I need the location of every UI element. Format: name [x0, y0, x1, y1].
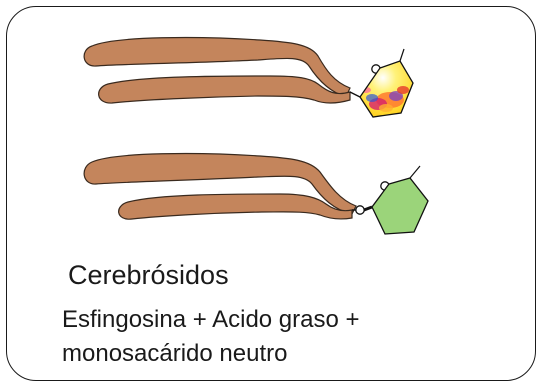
caption-description-line-2: monosacárido neutro: [62, 340, 288, 367]
bottom-molecule-lower-chain: [118, 193, 353, 220]
top-molecule-upper-chain: [83, 36, 351, 98]
bottom-cerebroside-molecule: [83, 152, 429, 235]
caption-title: Cerebrósidos: [68, 260, 229, 290]
bottom-molecule-glycosidic-oxygen: [355, 205, 365, 215]
caption-description-line-1: Esfingosina + Acido graso +: [62, 306, 360, 333]
bottom-molecule-upper-chain: [83, 152, 357, 215]
top-molecule-lower-chain: [98, 75, 351, 104]
top-cerebroside-molecule: [83, 36, 414, 118]
